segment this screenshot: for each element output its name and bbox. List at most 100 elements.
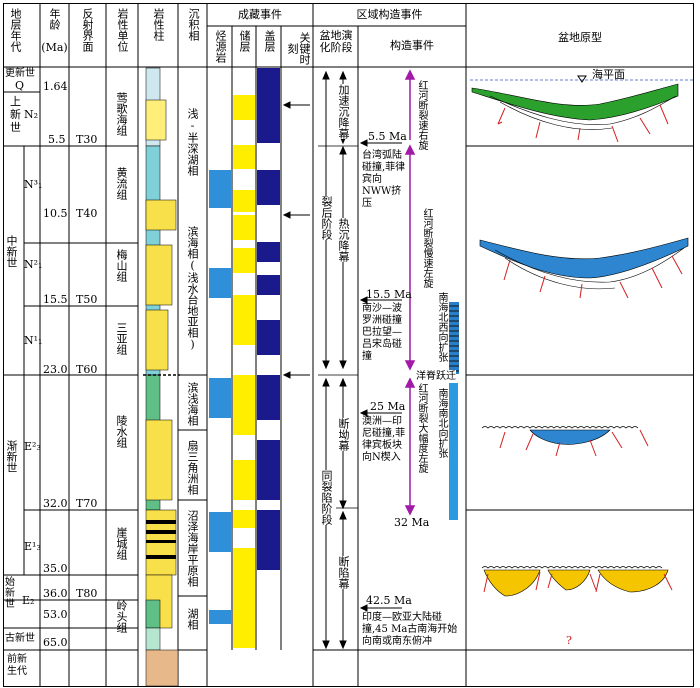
event-red-river-large: 红河断裂大幅度左旋 — [416, 383, 427, 473]
nw-expand-bar — [449, 302, 459, 374]
formation-sanya: 三亚组 — [115, 322, 128, 355]
cap-rock-bars — [257, 68, 280, 570]
header-tectonic-events: 构造事件 — [390, 39, 434, 52]
reflector-t40: T40 — [76, 207, 98, 220]
event-sea-ns: 南海南北向扩张 — [436, 388, 447, 458]
era-pleistocene: 更新世 — [5, 68, 35, 79]
source-rock-bars — [209, 170, 231, 624]
age-35-0: 35.0 — [43, 562, 68, 575]
event-nansha: 南沙—波罗洲碰撞巴拉望—吕宋岛碰撞 — [362, 303, 402, 362]
event-5-5ma: 5.5 Ma — [368, 130, 407, 143]
event-ridge-jump: 洋脊跃迁 — [416, 370, 456, 383]
header-stratum: 地层年代 — [9, 8, 22, 52]
era-n2: N₂ — [24, 108, 39, 121]
prototype-panel-3 — [481, 426, 649, 457]
event-32ma: 32 Ma — [394, 516, 430, 529]
header-reservoir: 储层 — [238, 30, 251, 52]
era-n11: N¹₁ — [24, 334, 43, 347]
era-lines — [4, 91, 207, 651]
facies-littoral-shallow-sea: 滨浅海相 — [186, 382, 199, 426]
header-accum-events: 成藏事件 — [238, 8, 282, 21]
header-age: 年龄 — [48, 8, 61, 30]
event-15-5ma: 15.5 Ma — [366, 288, 412, 301]
formation-meishan: 梅山组 — [115, 249, 128, 282]
label-unknown: ? — [566, 634, 572, 647]
stage-fault-depression: 断坳幕 — [337, 418, 350, 451]
reflector-t60: T60 — [76, 363, 98, 376]
formation-lingtou: 岭头组 — [115, 600, 128, 633]
reflector-t50: T50 — [76, 293, 98, 306]
age-53-0: 53.0 — [43, 608, 68, 621]
era-q: Q — [15, 79, 25, 92]
prototype-lines — [313, 145, 694, 651]
facies-littoral-shelf: 滨海相(浅水台地亚相) — [186, 226, 199, 351]
formation-huangliu: 黄流组 — [115, 167, 128, 200]
event-arrows — [359, 139, 402, 612]
stage-accelerated: 加速沉降幕 — [337, 84, 350, 139]
event-25ma: 25 Ma — [370, 400, 406, 413]
frame — [3, 3, 694, 687]
reflector-t80: T80 — [76, 587, 98, 600]
stage-rift: 断陷幕 — [337, 556, 350, 589]
header-key-moment: 关键时刻 — [286, 31, 311, 65]
ns-expand-bar — [449, 383, 458, 520]
era-n12: N²₁ — [24, 258, 43, 271]
header-source-rock: 烃源岩 — [214, 30, 227, 63]
key-moment-arrows — [282, 101, 310, 379]
era-e31: E¹₃ — [24, 540, 41, 553]
prototype-panel-2 — [479, 237, 689, 299]
event-sea-nw: 南海北西向扩张 — [436, 292, 447, 362]
event-red-river-slow: 红河断裂慢速左旋 — [421, 208, 432, 288]
header-lith-unit: 岩性单位 — [116, 8, 129, 52]
header-reflector: 反射界面 — [81, 8, 94, 52]
age-36-0: 36.0 — [43, 587, 68, 600]
era-oligocene: 渐新世 — [5, 440, 18, 473]
event-red-river-fast: 红河断裂速右旋 — [416, 80, 427, 150]
reflector-t30: T30 — [76, 133, 98, 146]
red-river-arrows — [404, 69, 416, 516]
era-paleocene: 古新世 — [5, 633, 35, 644]
formation-yacheng: 崖城组 — [115, 527, 128, 560]
facies-fan-delta: 扇三角洲相 — [186, 440, 199, 495]
age-65-0: 65.0 — [43, 636, 68, 649]
header-basin-evolution: 盆地演化阶段 — [319, 29, 353, 54]
era-eocene: 始新世 — [5, 577, 15, 610]
age-1-64: 1.64 — [43, 80, 68, 93]
age-15-5: 15.5 — [43, 293, 68, 306]
age-10-5: 10.5 — [43, 207, 68, 220]
stage-thermal: 热沉降幕 — [337, 218, 350, 262]
facies-swamp-littoral: 沼泽海岸平原相 — [186, 510, 199, 587]
reservoir-bars — [233, 95, 255, 648]
formation-yinggehai: 莺歌海组 — [115, 92, 128, 136]
event-australia: 澳洲—印尼碰撞,菲律宾板块向N楔入 — [362, 416, 406, 463]
column-lines — [39, 4, 467, 686]
era-n13: N³₁ — [24, 178, 43, 191]
header-age-unit: (Ma) — [41, 41, 68, 54]
stage-post-rift: 裂后阶段 — [320, 196, 333, 240]
event-india: 印度—欧亚大陆碰撞,45 Ma古南海开始向南或南东俯冲 — [362, 612, 458, 647]
facies-shallow-semi-deep: 浅-半深湖相 — [186, 108, 199, 176]
era-pre-cenozoic: 前新生代 — [7, 654, 27, 677]
formation-lingshui: 陵水组 — [115, 415, 128, 448]
event-42-5ma: 42.5 Ma — [366, 594, 412, 607]
header-sed-facies: 沉积相 — [187, 8, 200, 41]
reflector-t70: T70 — [76, 497, 98, 510]
header-lith-column: 岩性柱 — [152, 8, 165, 41]
era-e32: E²₃ — [24, 440, 41, 453]
era-pliocene: 上新世 — [10, 95, 21, 134]
header-basin-prototype: 盆地原型 — [558, 31, 602, 44]
event-taiwan: 台湾弧陆碰撞,菲律宾向NWW挤压 — [362, 150, 406, 209]
age-23-0: 23.0 — [43, 363, 68, 376]
prototype-panel-1 — [470, 75, 694, 143]
stage-syn-rift: 同裂陷阶段 — [320, 470, 333, 525]
age-5-5: 5.5 — [48, 133, 66, 146]
facies-lacustrine: 湖相 — [186, 608, 199, 630]
header-regional: 区域构造事件 — [356, 8, 423, 21]
era-miocene: 中新世 — [5, 235, 18, 268]
era-e2: E₂ — [22, 594, 35, 607]
lithology-column — [143, 67, 180, 687]
header-lines — [4, 25, 694, 68]
header-cap-rock: 盖层 — [263, 30, 276, 52]
age-32-0: 32.0 — [43, 497, 68, 510]
